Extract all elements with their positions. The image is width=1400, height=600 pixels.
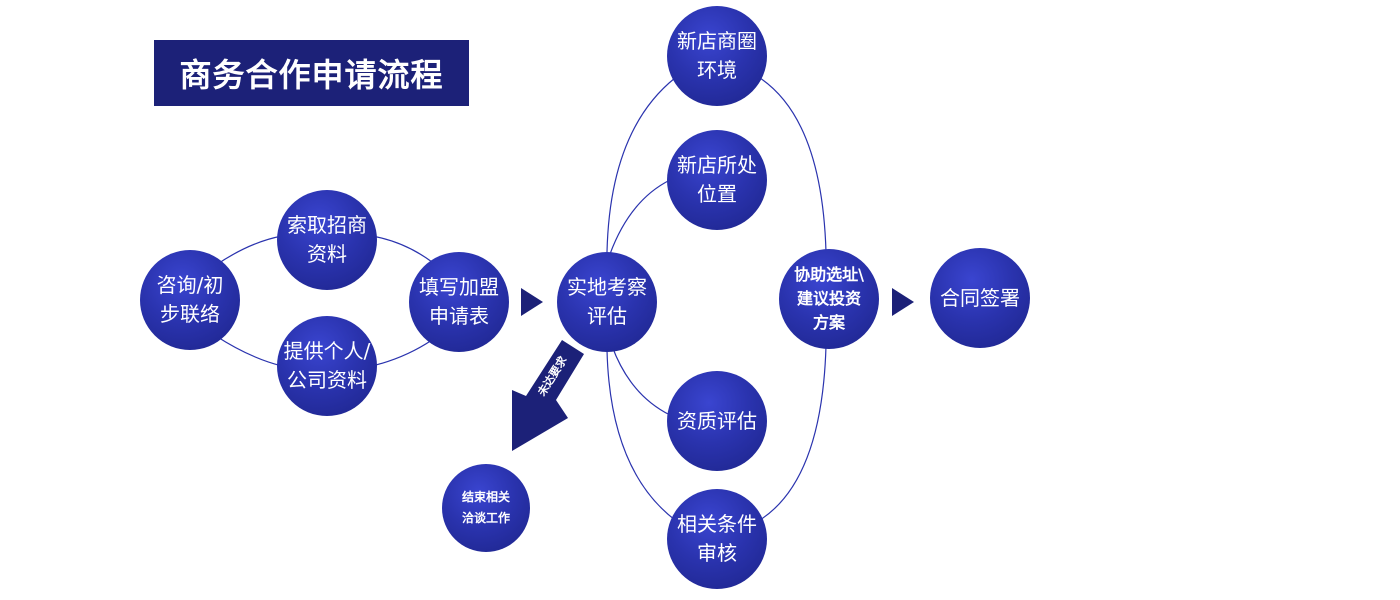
node-district-environment: 新店商圈 环境 [667, 6, 767, 106]
node-contract-signing: 合同签署 [930, 248, 1030, 348]
node-fill-application: 填写加盟 申请表 [409, 252, 509, 352]
connector-inspect-location [609, 179, 671, 255]
node-end-negotiation: 结束相关 洽谈工作 [442, 464, 530, 552]
node-qualification-review: 资质评估 [667, 371, 767, 471]
node-obtain-materials: 索取招商 资料 [277, 190, 377, 290]
connector-obtain-fill [371, 235, 433, 263]
node-site-inspection: 实地考察 评估 [557, 252, 657, 352]
node-conditions-review: 相关条件 审核 [667, 489, 767, 589]
connector-district-assist [759, 77, 827, 253]
connector-inspect-conditions [606, 349, 676, 521]
connector-conditions-assist [759, 345, 827, 521]
connector-consult-provide [215, 335, 283, 367]
node-assist-site-selection: 协助选址\ 建议投资 方案 [779, 249, 879, 349]
arrow-to-inspect [521, 288, 543, 316]
node-consult: 咨询/初 步联络 [140, 250, 240, 350]
connector-consult-obtain [215, 235, 283, 266]
connector-inspect-district [606, 77, 676, 253]
connector-provide-fill [371, 339, 433, 367]
arrow-not-qualified [512, 340, 584, 451]
page-title: 商务合作申请流程 [154, 40, 469, 106]
connector-inspect-qualification [611, 345, 671, 416]
node-provide-materials: 提供个人/ 公司资料 [277, 316, 377, 416]
arrow-to-contract [892, 288, 914, 316]
node-store-location: 新店所处 位置 [667, 130, 767, 230]
